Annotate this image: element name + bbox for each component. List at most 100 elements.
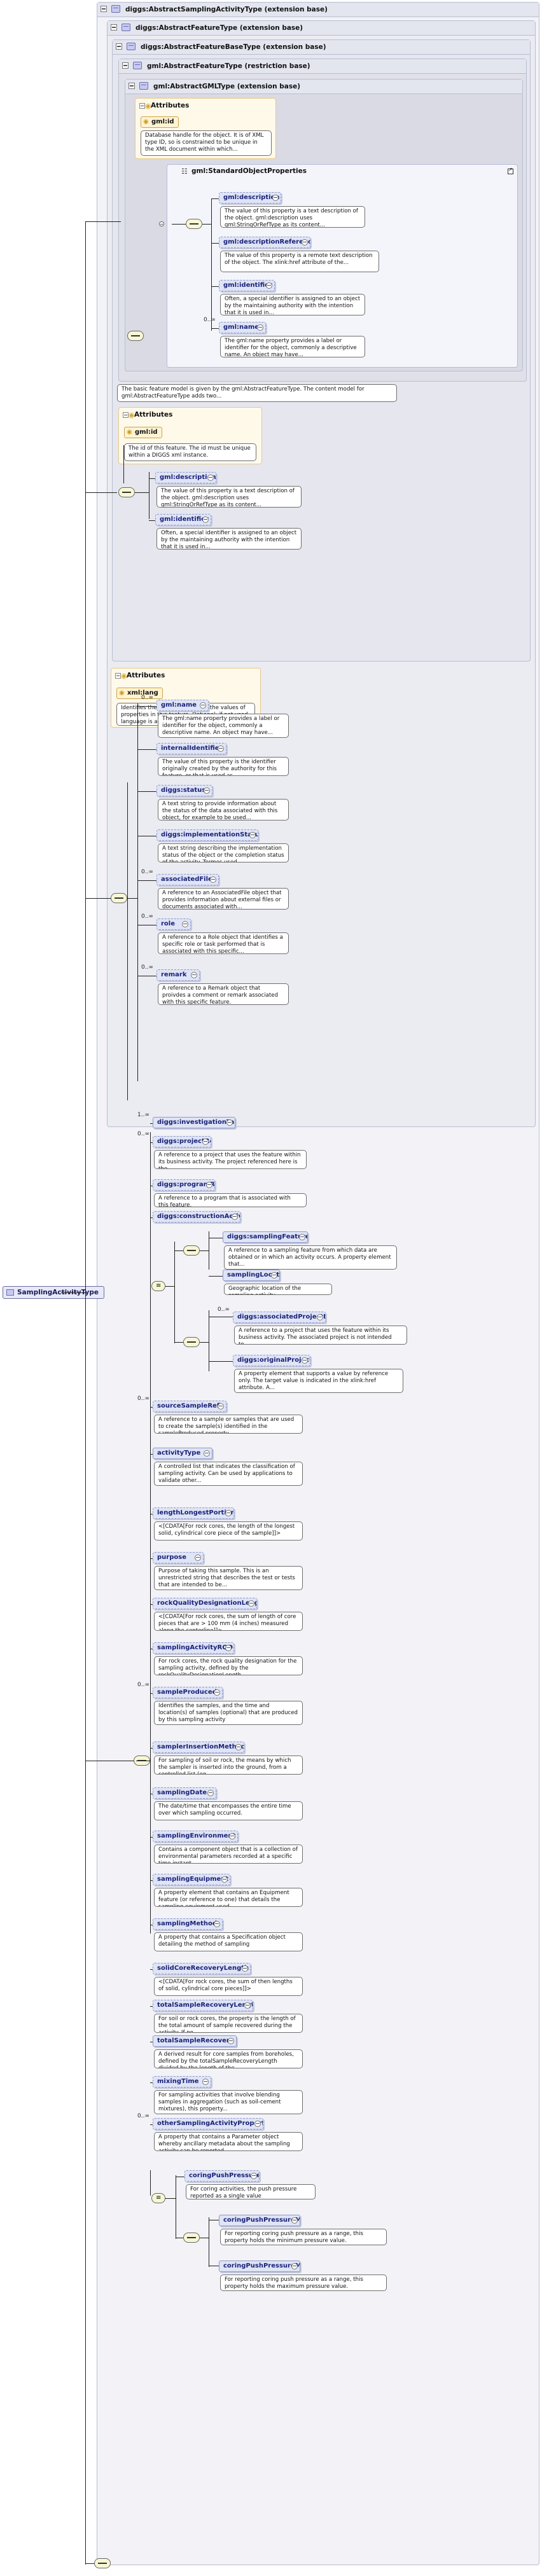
element-feature-5[interactable]: role xyxy=(156,918,191,930)
element-feature-4[interactable]: associatedFile xyxy=(156,874,219,885)
expand-icon[interactable] xyxy=(191,972,197,978)
sequence-compositor-icon[interactable] xyxy=(111,893,127,903)
expand-icon[interactable] xyxy=(214,1921,220,1927)
choice-compositor-icon[interactable] xyxy=(151,1281,165,1291)
element-abstract-sampling-2[interactable]: diggs:programRef xyxy=(153,1179,215,1191)
element-sampling-9[interactable]: samplingEnvironment xyxy=(153,1831,238,1842)
collapse-toggle[interactable] xyxy=(111,24,117,31)
sequence-compositor-icon[interactable] xyxy=(127,331,144,341)
element-sampling-16[interactable]: otherSamplingActivityProperty xyxy=(153,2118,263,2129)
expand-icon[interactable] xyxy=(204,1450,210,1457)
expand-icon[interactable] xyxy=(235,1744,242,1750)
expand-icon[interactable] xyxy=(207,1790,214,1796)
sequence-compositor-icon[interactable] xyxy=(186,219,202,229)
collapse-toggle[interactable] xyxy=(139,103,145,109)
element-abstract-sampling-5[interactable]: samplingLocation xyxy=(223,1270,280,1281)
element-push-pressure-1[interactable]: coringPushPressureMin xyxy=(219,2215,300,2226)
expand-icon[interactable] xyxy=(291,2217,298,2224)
sequence-compositor-icon[interactable] xyxy=(183,2233,200,2243)
element-sampling-8[interactable]: samplingDate xyxy=(153,1787,216,1799)
element-feature-base-0[interactable]: gml:description xyxy=(155,472,216,483)
expand-icon[interactable] xyxy=(226,1119,233,1126)
element-feature-1[interactable]: internalIdentifier xyxy=(156,743,226,754)
element-sampling-0[interactable]: sourceSampleRef xyxy=(153,1401,226,1412)
element-sampling-15[interactable]: mixingTime xyxy=(153,2076,211,2088)
collapse-toggle[interactable] xyxy=(101,6,107,12)
element-gml-std-3[interactable]: gml:name xyxy=(219,322,266,333)
root-element-sampling-activity-type[interactable]: SamplingActivityType xyxy=(3,1286,104,1299)
element-abstract-sampling-4[interactable]: diggs:samplingFeatureRef xyxy=(223,1231,308,1243)
element-sampling-6[interactable]: sampleProduced xyxy=(153,1687,223,1698)
element-sampling-10[interactable]: samplingEquipment xyxy=(153,1874,230,1885)
element-feature-0[interactable]: gml:name xyxy=(156,700,209,711)
collapse-toggle[interactable] xyxy=(122,62,129,69)
element-sampling-14[interactable]: totalSampleRecovery xyxy=(153,2035,237,2047)
element-sampling-12[interactable]: solidCoreRecoveryLength xyxy=(153,1963,251,1974)
element-sampling-7[interactable]: samplerInsertionMethod xyxy=(153,1742,244,1753)
element-gml-std-1[interactable]: gml:descriptionReference xyxy=(219,237,310,248)
element-sampling-4[interactable]: rockQualityDesignationLength xyxy=(153,1598,257,1609)
expand-icon[interactable] xyxy=(218,745,224,752)
element-push-pressure-0[interactable]: coringPushPressure xyxy=(184,2170,260,2182)
element-feature-3[interactable]: diggs:implementationStatus xyxy=(156,829,258,841)
element-feature-base-1[interactable]: gml:identifier xyxy=(155,514,211,525)
attribute-gml-id[interactable]: gml:id xyxy=(141,116,179,128)
sequence-compositor-icon[interactable] xyxy=(183,1245,200,1256)
element-sampling-13[interactable]: totalSampleRecoveryLength xyxy=(153,2000,253,2011)
expand-icon[interactable] xyxy=(195,1555,201,1561)
expand-icon[interactable] xyxy=(291,2263,298,2269)
expand-icon[interactable] xyxy=(182,921,188,927)
expand-icon[interactable] xyxy=(210,876,216,883)
expand-icon[interactable] xyxy=(251,2173,257,2179)
element-gml-std-2[interactable]: gml:identifier xyxy=(219,280,275,291)
attribute-xml-lang[interactable]: xml:lang xyxy=(116,688,163,699)
expand-icon[interactable] xyxy=(204,787,210,794)
group-link-icon[interactable] xyxy=(508,167,513,174)
expand-icon[interactable] xyxy=(200,702,206,709)
expand-icon[interactable] xyxy=(207,474,214,481)
sequence-compositor-icon[interactable] xyxy=(183,1337,200,1347)
expand-icon[interactable] xyxy=(317,1314,323,1320)
element-abstract-sampling-3[interactable]: diggs:constructionActivityRef xyxy=(153,1211,240,1222)
element-sampling-1[interactable]: activityType xyxy=(153,1448,212,1459)
collapse-toggle[interactable] xyxy=(123,412,129,418)
expand-icon[interactable] xyxy=(214,1689,220,1696)
element-feature-6[interactable]: remark xyxy=(156,969,200,981)
element-sampling-11[interactable]: samplingMethod xyxy=(153,1918,223,1930)
element-abstract-sampling-6[interactable]: diggs:associatedProjectRef xyxy=(233,1312,326,1323)
element-sampling-5[interactable]: samplingActivityRQD xyxy=(153,1642,234,1654)
expand-icon[interactable] xyxy=(299,1234,305,1240)
collapse-toggle[interactable] xyxy=(116,43,122,50)
expand-icon[interactable] xyxy=(221,1876,228,1883)
expand-icon[interactable] xyxy=(244,2002,251,2009)
sequence-compositor-icon[interactable] xyxy=(118,487,135,497)
expand-icon[interactable] xyxy=(206,1182,212,1188)
expand-icon[interactable] xyxy=(254,2121,261,2127)
expand-icon[interactable] xyxy=(242,1965,248,1972)
expand-node-toggle[interactable] xyxy=(159,221,164,226)
expand-icon[interactable] xyxy=(202,516,209,523)
collapse-toggle[interactable] xyxy=(129,83,135,89)
element-sampling-3[interactable]: purpose xyxy=(153,1552,204,1563)
element-abstract-sampling-1[interactable]: diggs:projectRef xyxy=(153,1136,211,1147)
sequence-compositor-icon[interactable] xyxy=(94,2558,111,2568)
expand-icon[interactable] xyxy=(228,2038,234,2044)
element-sampling-2[interactable]: lengthLongestPortion xyxy=(153,1507,234,1519)
attribute-gml-id[interactable]: gml:id xyxy=(124,427,162,438)
expand-icon[interactable] xyxy=(302,1357,308,1364)
expand-icon[interactable] xyxy=(225,1645,232,1651)
expand-icon[interactable] xyxy=(249,832,256,838)
expand-icon[interactable] xyxy=(272,195,279,201)
expand-icon[interactable] xyxy=(202,1139,209,1145)
element-feature-2[interactable]: diggs:status xyxy=(156,785,212,796)
expand-icon[interactable] xyxy=(218,1403,224,1409)
element-abstract-sampling-7[interactable]: diggs:originalProjectRef xyxy=(233,1355,310,1366)
expand-icon[interactable] xyxy=(225,1510,232,1516)
expand-icon[interactable] xyxy=(271,1272,277,1278)
expand-icon[interactable] xyxy=(302,239,308,246)
collapse-toggle[interactable] xyxy=(115,673,121,679)
element-gml-std-0[interactable]: gml:description xyxy=(219,192,281,204)
expand-icon[interactable] xyxy=(202,2079,209,2085)
expand-icon[interactable] xyxy=(229,1833,235,1839)
choice-compositor-icon[interactable] xyxy=(151,2193,165,2203)
